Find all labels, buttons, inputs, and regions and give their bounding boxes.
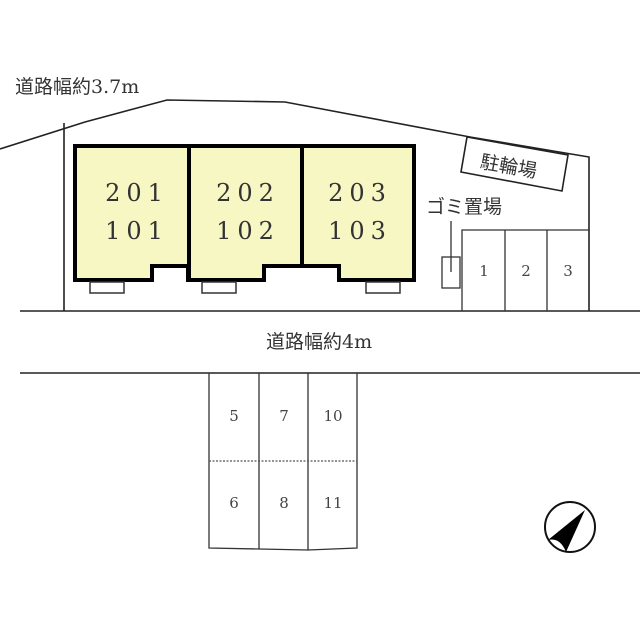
parking-slot-5: 5 bbox=[229, 407, 239, 425]
bicycle-parking-area bbox=[460, 136, 569, 192]
unit-label-101: 101 bbox=[105, 217, 169, 245]
parking-slot-11: 11 bbox=[323, 494, 343, 512]
road-width-top-label: 道路幅約3.7m bbox=[15, 76, 140, 98]
parking-slot-6: 6 bbox=[229, 494, 239, 512]
apartment-building bbox=[73, 144, 416, 282]
road-width-middle-label: 道路幅約4m bbox=[266, 331, 373, 353]
porch-unit-1 bbox=[89, 281, 125, 294]
unit-label-103: 103 bbox=[328, 217, 392, 245]
parking-slot-10: 10 bbox=[323, 407, 343, 425]
parking-slot-1: 1 bbox=[479, 262, 489, 280]
parking-slot-7: 7 bbox=[279, 407, 289, 425]
unit-label-201: 201 bbox=[105, 179, 169, 207]
unit-label-102: 102 bbox=[216, 217, 280, 245]
unit-label-202: 202 bbox=[216, 179, 280, 207]
site-boundary-top bbox=[0, 99, 590, 311]
parking-off-site-outline bbox=[208, 373, 358, 551]
north-arrow-icon bbox=[544, 501, 596, 553]
parking-slot-3: 3 bbox=[563, 262, 573, 280]
trash-area-label: ゴミ置場 bbox=[426, 196, 503, 218]
unit-label-203: 203 bbox=[328, 179, 392, 207]
porch-unit-2 bbox=[201, 281, 237, 294]
parking-slot-8: 8 bbox=[279, 494, 289, 512]
parking-slot-2: 2 bbox=[521, 262, 531, 280]
porch-unit-3 bbox=[365, 281, 401, 294]
